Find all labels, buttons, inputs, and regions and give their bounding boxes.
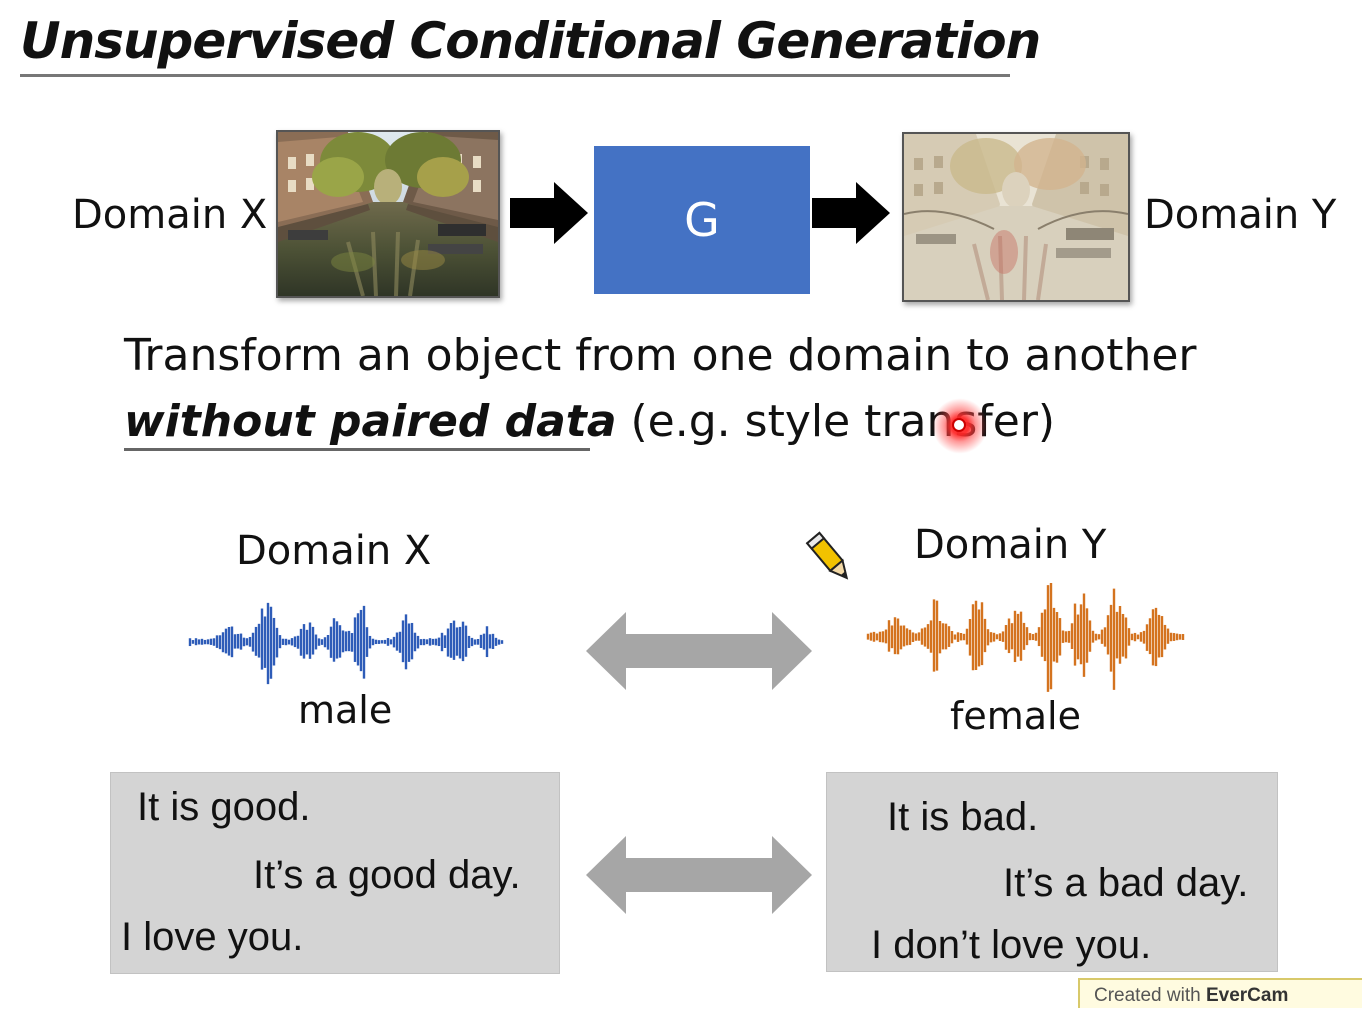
voice-domain-y-label: Domain Y [914, 522, 1107, 568]
negative-line-2: It’s a bad day. [1003, 861, 1249, 905]
double-arrow-icon [586, 836, 812, 914]
female-waveform [866, 582, 1185, 692]
negative-line-1: It is bad. [887, 795, 1039, 839]
female-caption: female [950, 694, 1081, 738]
right-arrow-icon [812, 182, 890, 244]
title-underline [20, 74, 1010, 77]
watermark-brand: EverCam [1205, 985, 1289, 1006]
laser-pointer-dot [952, 418, 966, 432]
canal-photo-stylized [902, 132, 1130, 302]
positive-line-3: I love you. [121, 915, 304, 959]
text-box-positive: It is good. It’s a good day. I love you. [110, 772, 560, 974]
generator-box: G [594, 146, 810, 294]
pencil-cursor-icon [805, 531, 849, 580]
generator-label: G [684, 193, 720, 247]
male-waveform [188, 602, 504, 685]
male-caption: male [298, 688, 393, 732]
description-line-2: without paired data (e.g. style transfer… [124, 396, 1055, 447]
right-arrow-icon [510, 182, 588, 244]
description-rest: (e.g. style transfer) [616, 396, 1056, 447]
double-arrow-icon [586, 612, 812, 690]
positive-line-2: It’s a good day. [253, 853, 521, 897]
text-box-negative: It is bad. It’s a bad day. I don’t love … [826, 772, 1278, 972]
description-line-1: Transform an object from one domain to a… [124, 330, 1197, 381]
slide-title: Unsupervised Conditional Generation [20, 12, 1041, 70]
negative-line-3: I don’t love you. [871, 923, 1152, 967]
domain-y-label: Domain Y [1144, 192, 1337, 238]
evercam-watermark: Created with EverCam [1078, 978, 1362, 1008]
watermark-prefix: Created with [1094, 985, 1201, 1006]
domain-x-label: Domain X [72, 192, 268, 238]
description-emphasis: without paired data [124, 396, 617, 447]
voice-domain-x-label: Domain X [236, 528, 432, 574]
positive-line-1: It is good. [137, 785, 311, 829]
canal-photo-original [276, 130, 500, 298]
emphasis-underline [124, 448, 590, 451]
